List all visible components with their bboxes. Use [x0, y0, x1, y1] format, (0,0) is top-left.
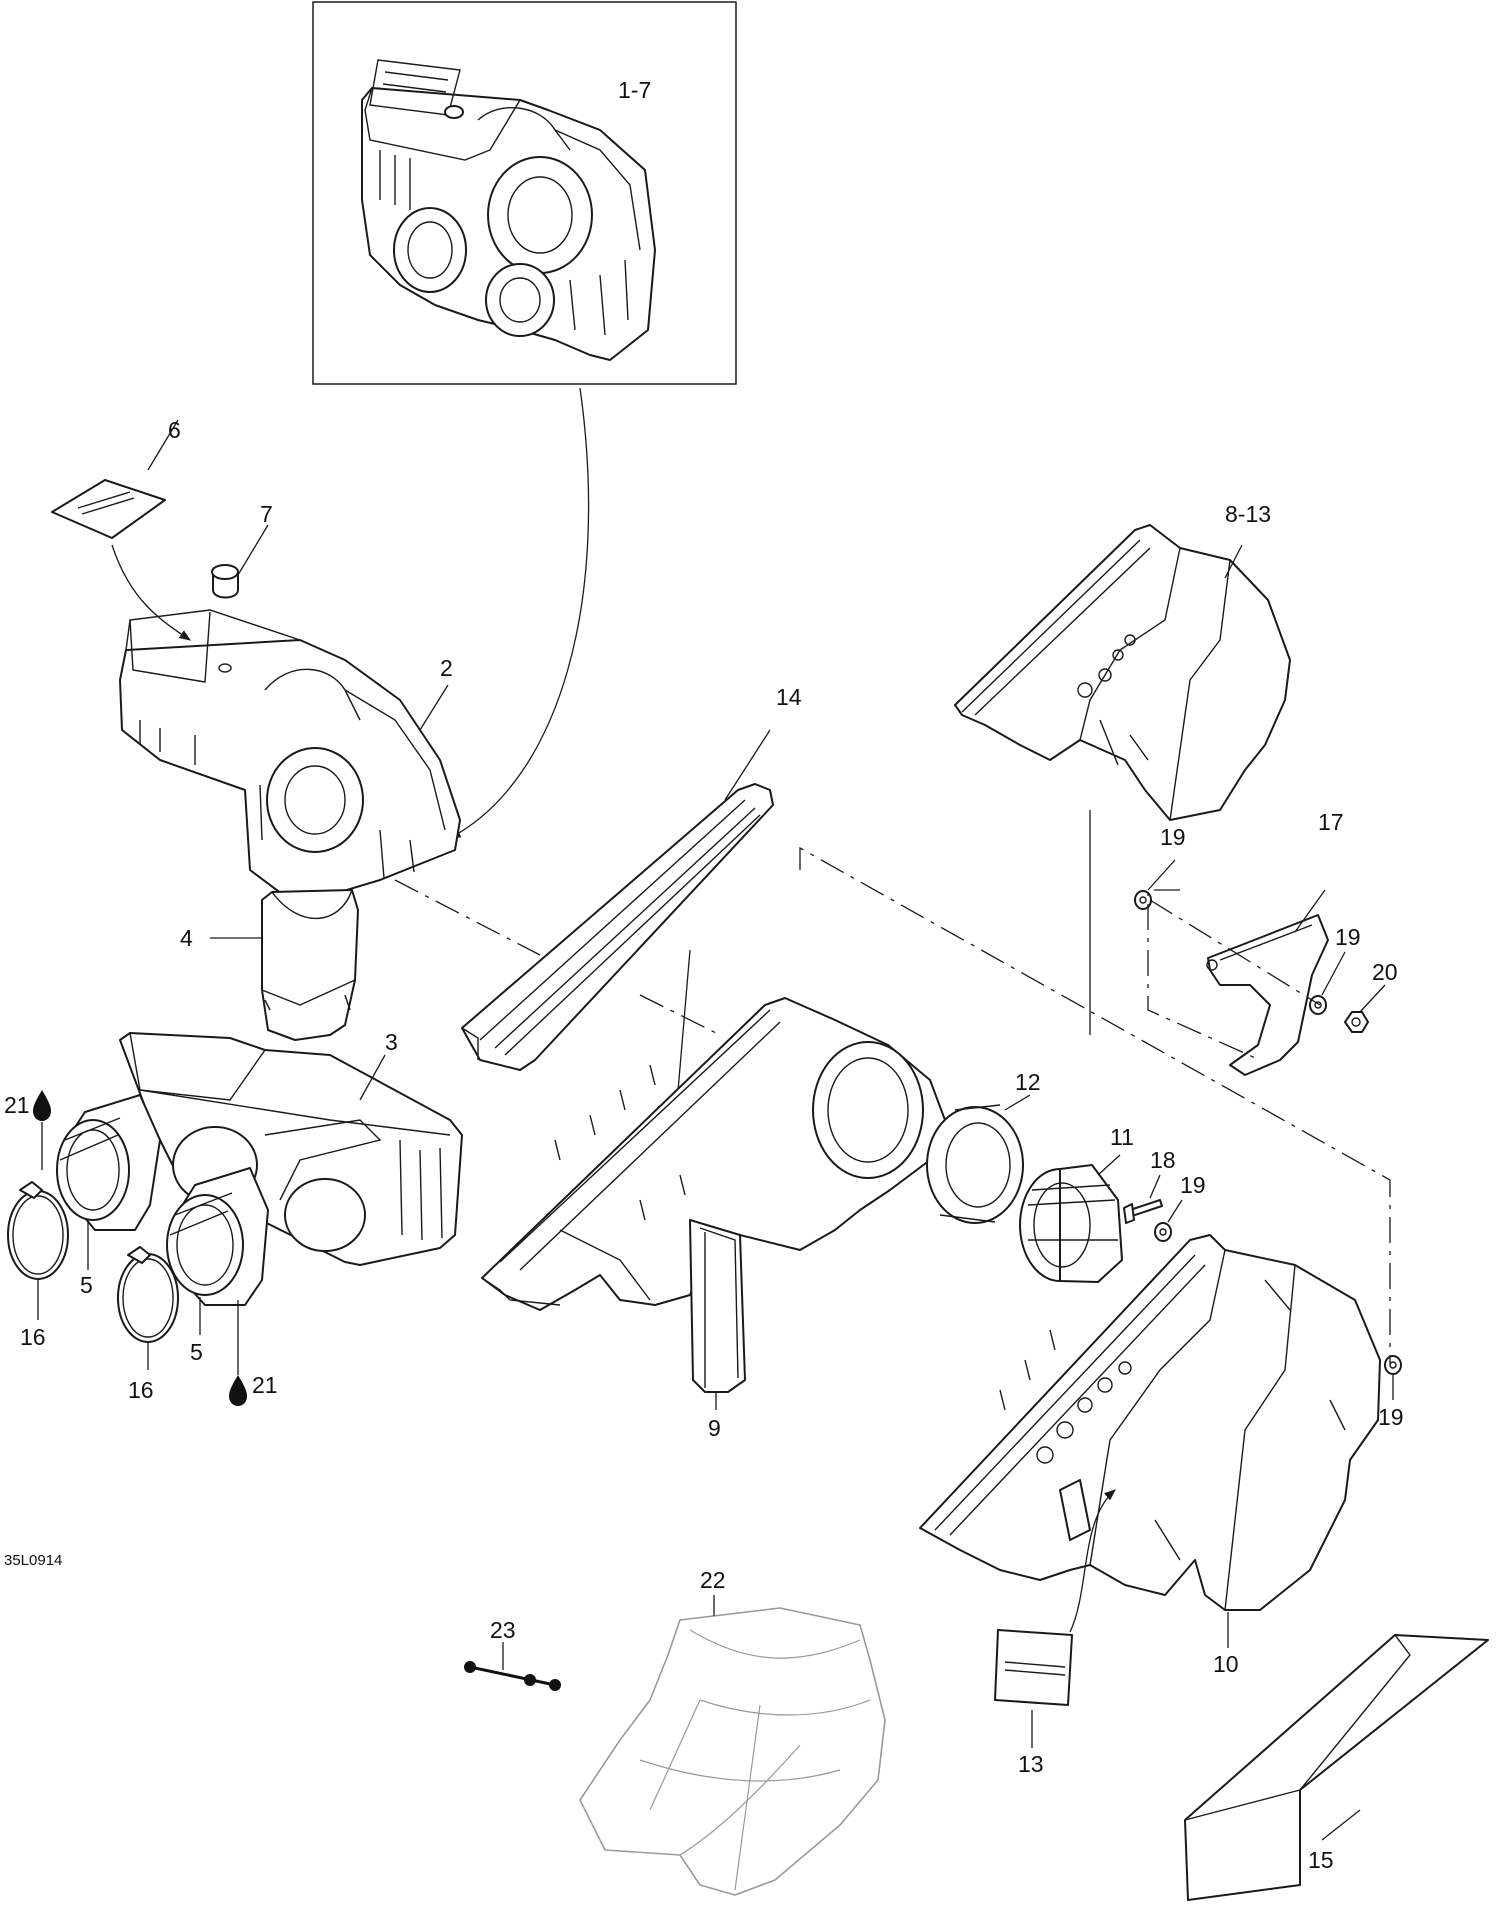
label-part-6 [51, 419, 191, 641]
callout-5-right: 5 [190, 1339, 203, 1365]
callout-4: 4 [180, 925, 193, 951]
airbox-cover-part-2 [119, 609, 461, 901]
callout-2: 2 [440, 655, 453, 681]
callout-18: 18 [1150, 1147, 1176, 1173]
callout-12: 12 [1015, 1069, 1041, 1095]
callout-6: 6 [168, 417, 181, 443]
washer-part-19-d [1384, 1355, 1402, 1400]
callout-20: 20 [1372, 959, 1398, 985]
droplet-icon [33, 1090, 51, 1170]
callout-10: 10 [1213, 1651, 1239, 1677]
callout-16-right: 16 [128, 1377, 154, 1403]
inset-to-part-2-arrow [448, 387, 590, 839]
callout-labels: 1-7 6 7 2 4 3 21 16 5 16 5 21 14 9 8-13 … [4, 77, 1404, 1873]
ghosted-body-part-22 [579, 1595, 886, 1896]
callout-21-right: 21 [252, 1372, 278, 1398]
callout-8-13: 8-13 [1225, 501, 1271, 527]
boot-part-5-left [56, 1094, 161, 1270]
label-part-13 [994, 1489, 1116, 1748]
rear-housing-part-10 [919, 1234, 1381, 1648]
callout-14: 14 [776, 684, 802, 710]
callout-17: 17 [1318, 809, 1344, 835]
nut-part-20 [1344, 984, 1386, 1033]
foam-part-15 [1184, 1634, 1489, 1901]
screw-part-18 [1123, 1174, 1163, 1224]
callout-19-c: 19 [1180, 1172, 1206, 1198]
adaptor-part-11 [1019, 1154, 1123, 1283]
assembled-airbox-drawing [361, 59, 656, 361]
callout-19-a: 19 [1160, 824, 1186, 850]
callout-5-left: 5 [80, 1272, 93, 1298]
airbox-base-part-3 [119, 1032, 463, 1266]
rod-part-23 [464, 1642, 561, 1691]
callout-1-7: 1-7 [618, 77, 651, 103]
washer-part-19-a [1134, 859, 1176, 910]
callout-23: 23 [490, 1617, 516, 1643]
alignment-line-filter [639, 994, 721, 1036]
boot-part-5-right [166, 1167, 269, 1335]
callout-15: 15 [1308, 1847, 1334, 1873]
center-housing-part-9 [481, 997, 946, 1410]
callout-21-left: 21 [4, 1092, 30, 1118]
callout-9: 9 [708, 1415, 721, 1441]
callout-19-d: 19 [1378, 1404, 1404, 1430]
alignment-line-washer [1149, 899, 1321, 1006]
clamp-part-16-left [7, 1181, 69, 1320]
callout-7: 7 [260, 501, 273, 527]
bracket-part-17 [1206, 889, 1329, 1076]
callout-13: 13 [1018, 1751, 1044, 1777]
alignment-line-housing-to-10 [799, 846, 1391, 1365]
inset-assembly-box [312, 1, 737, 385]
callout-11: 11 [1110, 1124, 1134, 1150]
droplet-icon [229, 1300, 247, 1406]
callout-19-b: 19 [1335, 924, 1361, 950]
washer-part-19-c [1154, 1199, 1183, 1242]
callout-3: 3 [385, 1029, 398, 1055]
alignment-frame-bracket [1147, 889, 1261, 1061]
assembled-housing-part-8-13 [954, 524, 1291, 821]
grommet-part-7 [211, 524, 269, 599]
alignment-line-cover-to-base [394, 879, 541, 956]
callout-16-left: 16 [20, 1324, 46, 1350]
figure-reference-code: 35L0914 [4, 1552, 62, 1569]
clamp-part-16-right [117, 1246, 179, 1370]
callout-22: 22 [700, 1567, 726, 1593]
washer-part-19-b [1309, 951, 1346, 1015]
inner-duct-part-4 [210, 889, 359, 1041]
seal-ring-part-12 [926, 1094, 1031, 1224]
